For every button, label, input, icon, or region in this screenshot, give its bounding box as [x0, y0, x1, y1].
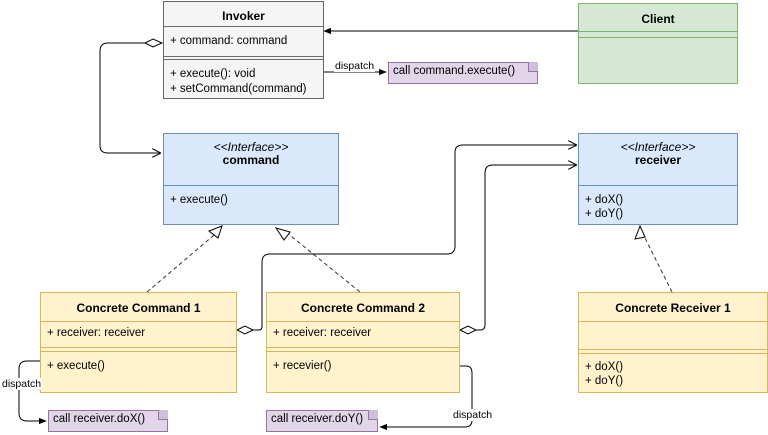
invoker-divider [164, 56, 323, 57]
cc2-realization [285, 231, 361, 293]
receiver-method: + doY() [585, 208, 624, 220]
dispatch-label-cc2: dispatch [452, 409, 494, 421]
cc2-divider [267, 351, 459, 352]
cc1-method: + execute() [47, 360, 105, 372]
cc2-note-fold [368, 410, 378, 420]
cr1-method: + doX() [585, 361, 624, 373]
cc1-note-fold [158, 410, 168, 420]
cc1-divider [41, 347, 236, 348]
cc2-dispatch-arrow [379, 365, 473, 431]
client-divider [579, 31, 737, 32]
invoker-note-text: call command.execute() [393, 65, 516, 77]
aggregation-diamond-invoker [143, 38, 164, 48]
cc1-title: Concrete Command 1 [76, 301, 201, 315]
cc2-title: Concrete Command 2 [300, 301, 426, 315]
invoker-attribute: + command: command [170, 35, 288, 47]
cc1-divider [41, 321, 236, 322]
cr1-divider [579, 349, 767, 350]
command-divider [164, 185, 338, 186]
invoker-method: + execute(): void [170, 68, 256, 80]
concrete-command-1-class: Concrete Command 1 + receiver: receiver … [40, 292, 237, 393]
cc1-realization [146, 229, 221, 293]
cc2-note: call receiver.doY() [266, 410, 378, 432]
invoker-method: + setCommand(command) [170, 83, 307, 95]
receiver-interface-class: <<Interface>> receiver + doX() + doY() [578, 133, 738, 225]
concrete-receiver-1-class: Concrete Receiver 1 + doX() + doY() [578, 292, 768, 393]
cc1-note: call receiver.doX() [48, 410, 168, 432]
aggregation-diamond-cc1 [235, 325, 255, 335]
cc1-divider [41, 351, 236, 352]
receiver-realization [642, 233, 673, 293]
cc2-note-text: call receiver.doY() [271, 413, 364, 425]
cc1-note-text: call receiver.doX() [53, 413, 146, 425]
receiver-realization-head [634, 224, 646, 240]
cc1-attribute: + receiver: receiver [47, 327, 146, 339]
receiver-divider [579, 185, 737, 186]
client-title: Client [641, 12, 675, 26]
cr1-divider [579, 321, 767, 322]
cc2-method: + recevier() [273, 360, 332, 372]
invoker-note-fold [528, 62, 538, 72]
receiver-method: + doX() [585, 194, 624, 206]
cc1-dispatch-arrow [18, 360, 47, 425]
cc2-attribute: + receiver: receiver [273, 327, 372, 339]
client-divider [579, 37, 737, 38]
invoker-class: Invoker + command: command + execute(): … [163, 1, 324, 99]
cc2-divider [267, 347, 459, 348]
dispatch-label-cc1: dispatch [1, 378, 43, 390]
invoker-divider [164, 26, 323, 27]
cr1-title: Concrete Receiver 1 [615, 301, 731, 315]
invoker-divider [164, 59, 323, 60]
command-title: command [222, 153, 280, 167]
cc2-realization-head [274, 227, 291, 241]
command-interface-class: <<Interface>> command + execute() [163, 133, 339, 225]
command-stereotype: <<Interface>> [213, 140, 289, 154]
aggregation-diamond-cc2 [458, 325, 478, 335]
dispatch-label-invoker: dispatch [334, 60, 376, 72]
cr1-method: + doY() [585, 375, 624, 387]
invoker-note: call command.execute() [388, 62, 538, 84]
invoker-command-aggregation [99, 42, 160, 153]
client-class: Client [578, 3, 738, 84]
cc1-realization-head [207, 225, 223, 239]
cc2-divider [267, 321, 459, 322]
command-method: + execute() [170, 194, 228, 206]
cc1-receiver-aggregation [253, 145, 576, 331]
concrete-command-2-class: Concrete Command 2 + receiver: receiver … [266, 292, 460, 393]
receiver-stereotype: <<Interface>> [620, 140, 696, 154]
receiver-title: receiver [634, 153, 682, 167]
cc2-receiver-aggregation [476, 165, 576, 331]
invoker-title: Invoker [222, 9, 265, 23]
cr1-divider [579, 353, 767, 354]
